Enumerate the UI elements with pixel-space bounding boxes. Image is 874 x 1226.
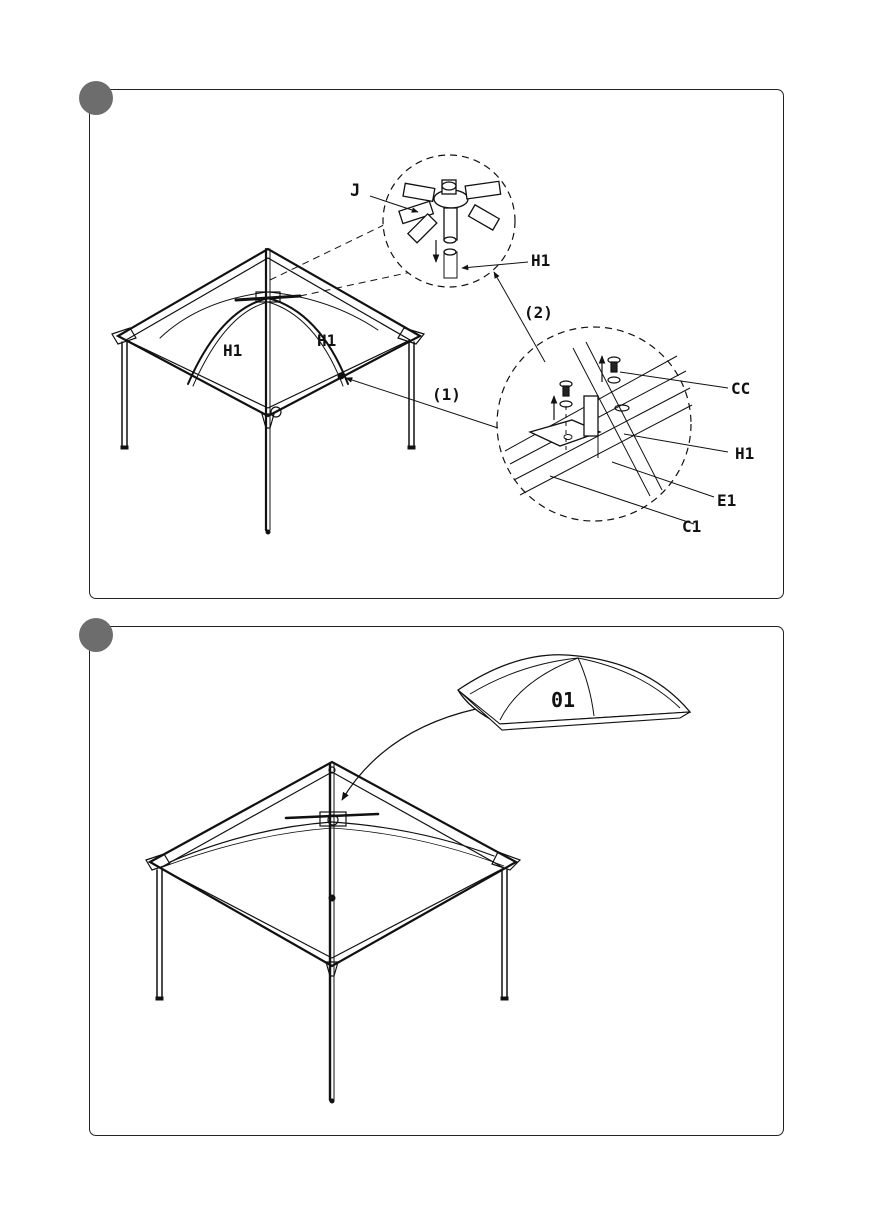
step-1-gazebo-frame <box>112 249 424 534</box>
label-j: J <box>350 181 360 201</box>
label-h1-right-rib: H1 <box>317 331 336 350</box>
label-h1-bracket: H1 <box>735 444 754 463</box>
canopy-placement-arrow <box>342 709 476 800</box>
label-canopy-01: 01 <box>551 688 575 712</box>
hub-detail-view <box>383 155 515 287</box>
label-h1-hub: H1 <box>531 251 550 270</box>
label-h1-left-rib: H1 <box>223 341 242 360</box>
callout-2: (2) <box>524 303 553 322</box>
step-2-gazebo-frame <box>146 762 520 1103</box>
label-cc: CC <box>731 379 750 398</box>
label-c1: C1 <box>682 517 701 536</box>
label-e1: E1 <box>717 491 736 510</box>
bracket-detail-view <box>497 327 692 521</box>
callout-1: (1) <box>432 385 461 404</box>
